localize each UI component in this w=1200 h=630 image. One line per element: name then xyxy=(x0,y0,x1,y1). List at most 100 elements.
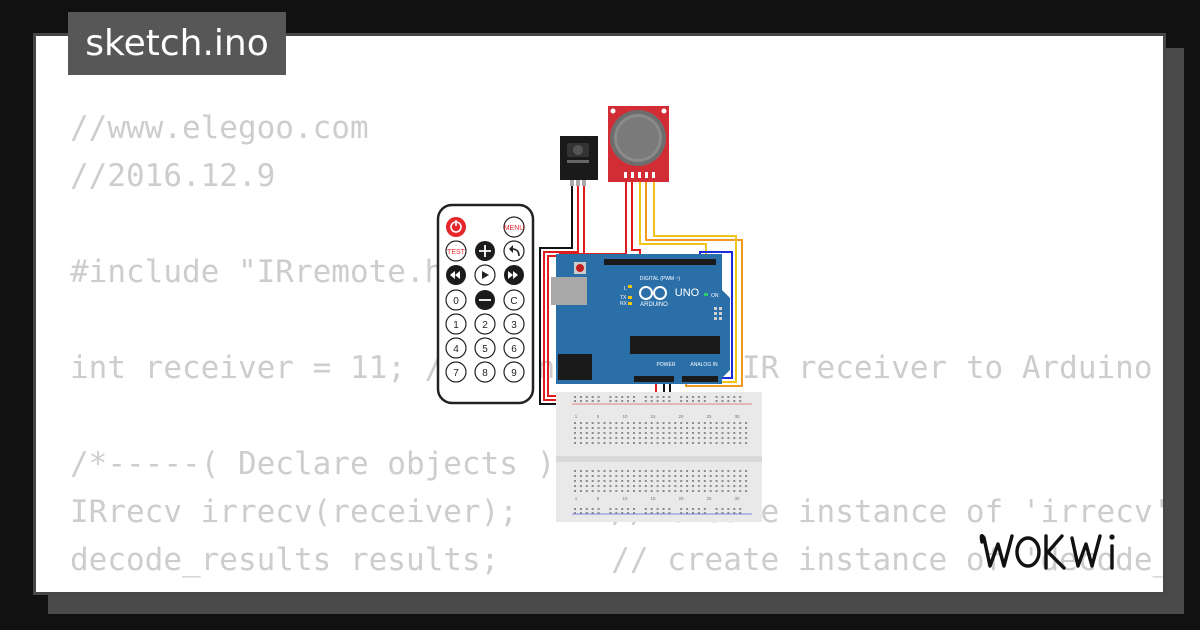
breadboard-hole xyxy=(644,442,647,444)
breadboard-hole xyxy=(585,400,588,402)
joystick[interactable] xyxy=(608,106,669,182)
button-6 xyxy=(503,337,525,359)
breadboard-hole xyxy=(727,422,730,424)
breadboard-hole xyxy=(697,508,700,510)
ir-receiver[interactable] xyxy=(560,136,598,186)
breadboard-hole xyxy=(597,396,600,398)
arduino-brand: ARDUINO xyxy=(640,302,668,308)
svg-text:5: 5 xyxy=(597,496,600,501)
breadboard-hole xyxy=(615,432,618,434)
breadboard-hole xyxy=(745,437,748,439)
breadboard-hole xyxy=(591,512,594,514)
breadboard-hole xyxy=(638,437,641,439)
breadboard-hole xyxy=(745,490,748,492)
breadboard-hole xyxy=(703,512,706,514)
breadboard-hole xyxy=(668,437,671,439)
breadboard-hole xyxy=(574,470,576,472)
svg-text:10: 10 xyxy=(622,496,628,501)
breadboard-hole xyxy=(692,470,694,472)
breadboard-hole xyxy=(579,485,582,487)
breadboard-hole xyxy=(733,427,736,429)
breadboard-hole xyxy=(609,485,612,487)
breadboard-hole xyxy=(621,437,624,439)
svg-text:POWER: POWER xyxy=(657,362,676,368)
svg-text:ON: ON xyxy=(711,293,719,299)
breadboard-hole xyxy=(680,396,683,398)
breadboard-hole xyxy=(727,475,730,477)
breadboard-hole xyxy=(591,422,594,424)
breadboard-hole xyxy=(721,490,724,492)
breadboard-hole xyxy=(727,512,730,514)
arduino-uno[interactable]: DIGITAL (PWM ~) ARDUINO UNO L TX RX ON P… xyxy=(551,254,730,384)
breadboard-hole xyxy=(650,442,653,444)
breadboard-hole xyxy=(668,485,671,487)
svg-text:6: 6 xyxy=(511,344,517,355)
breadboard-hole xyxy=(579,400,582,402)
svg-text:4: 4 xyxy=(453,344,459,355)
breadboard-hole xyxy=(638,480,641,482)
breadboard-hole xyxy=(638,470,641,472)
breadboard-hole xyxy=(721,480,724,482)
breadboard-hole xyxy=(703,485,706,487)
breadboard-hole xyxy=(591,432,594,434)
breadboard-hole xyxy=(703,480,706,482)
breadboard-hole xyxy=(591,470,594,472)
breadboard[interactable]: 1 5 10 15 20 25 30 1 5 10 15 20 25 30 xyxy=(556,392,762,522)
filename-tab[interactable]: sketch.ino xyxy=(68,12,286,75)
button-9 xyxy=(503,361,525,383)
breadboard-hole xyxy=(574,427,576,429)
breadboard-hole xyxy=(621,508,624,510)
breadboard-hole xyxy=(597,442,600,444)
breadboard-hole xyxy=(662,512,665,514)
breadboard-hole xyxy=(680,470,683,472)
breadboard-hole xyxy=(609,400,612,402)
breadboard-hole xyxy=(574,437,576,439)
breadboard-hole xyxy=(656,475,659,477)
breadboard-hole xyxy=(656,432,659,434)
svg-text:5: 5 xyxy=(482,344,488,355)
breadboard-hole xyxy=(574,400,576,402)
breadboard-hole xyxy=(585,427,588,429)
breadboard-hole xyxy=(609,442,612,444)
breadboard-hole xyxy=(733,396,736,398)
breadboard-hole xyxy=(715,475,718,477)
wire-orange xyxy=(645,182,743,387)
breadboard-hole xyxy=(715,480,718,482)
breadboard-hole xyxy=(585,485,588,487)
breadboard-hole xyxy=(674,432,677,434)
breadboard-hole xyxy=(733,442,736,444)
breadboard-hole xyxy=(692,400,694,402)
ir-remote[interactable]: MENU TEST 0 C 1 2 3 4 xyxy=(436,203,535,405)
svg-text:15: 15 xyxy=(650,496,656,501)
breadboard-hole xyxy=(692,485,694,487)
breadboard-hole xyxy=(668,490,671,492)
breadboard-hole xyxy=(585,396,588,398)
svg-text:8: 8 xyxy=(482,368,488,379)
breadboard-hole xyxy=(621,490,624,492)
breadboard-hole xyxy=(650,485,653,487)
breadboard-hole xyxy=(633,427,635,429)
breadboard-hole xyxy=(574,490,576,492)
breadboard-hole xyxy=(633,508,635,510)
svg-text:10: 10 xyxy=(622,414,628,419)
breadboard-hole xyxy=(733,480,736,482)
svg-text:20: 20 xyxy=(678,496,684,501)
breadboard-hole xyxy=(739,432,742,434)
breadboard-hole xyxy=(733,475,736,477)
breadboard-hole xyxy=(579,475,582,477)
breadboard-hole xyxy=(597,470,600,472)
breadboard-hole xyxy=(662,485,665,487)
breadboard-hole xyxy=(633,422,635,424)
code-line: #include "IRremote.h" xyxy=(70,254,462,290)
breadboard-hole xyxy=(615,470,618,472)
svg-text:30: 30 xyxy=(734,496,740,501)
breadboard-hole xyxy=(597,512,600,514)
breadboard-hole xyxy=(674,490,677,492)
breadboard-hole xyxy=(591,508,594,510)
breadboard-hole xyxy=(621,427,624,429)
breadboard-hole xyxy=(633,396,635,398)
breadboard-hole xyxy=(745,485,748,487)
breadboard-hole xyxy=(585,470,588,472)
breadboard-hole xyxy=(656,490,659,492)
breadboard-hole xyxy=(739,400,742,402)
